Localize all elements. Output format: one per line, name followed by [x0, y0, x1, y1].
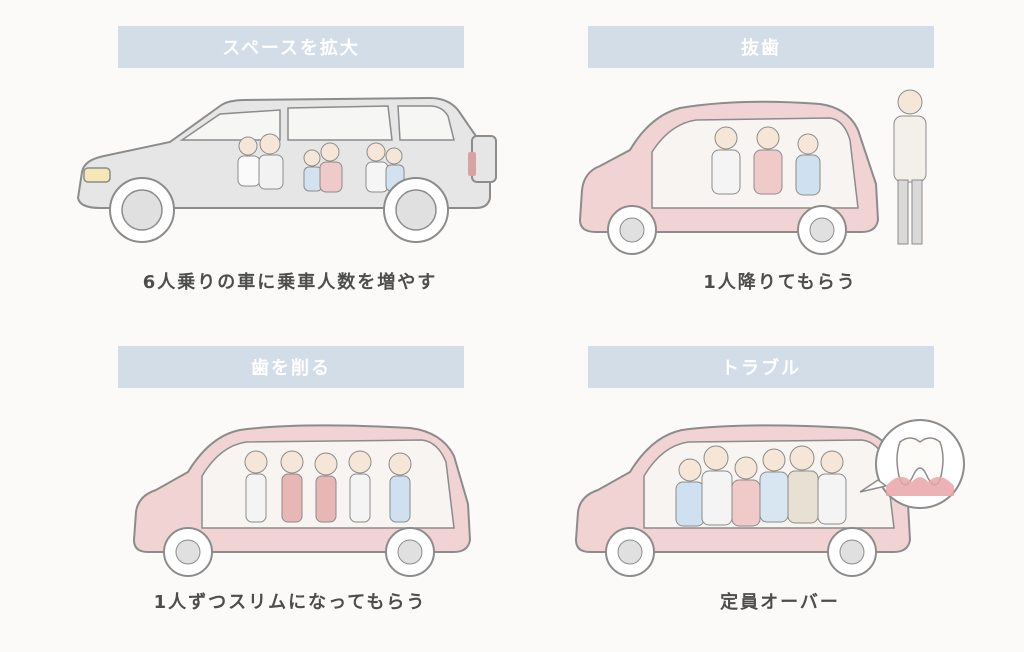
panel-expand-space: スペースを拡大 6人乗りの車に乗車人数を増やす	[70, 24, 510, 324]
panel-caption: 6人乗りの車に乗車人数を増やす	[142, 272, 438, 293]
passengers	[244, 450, 412, 523]
panel-trouble: トラブル 定員オーバー	[560, 344, 1000, 644]
panel-grind-teeth: 歯を削る 1人ずつスリムになってもらう	[70, 344, 510, 644]
panel-extraction: 抜歯 1人降りてもらう	[560, 24, 1000, 324]
compact-car-illustration	[578, 89, 927, 255]
compact-car-illustration	[574, 419, 965, 577]
panel-header: 抜歯	[588, 26, 934, 68]
suv-illustration	[76, 96, 497, 243]
panel-caption: 1人降りてもらう	[703, 272, 857, 293]
panel-header: スペースを拡大	[118, 26, 464, 68]
standing-person	[893, 89, 927, 245]
tooth-bubble	[859, 419, 965, 509]
panel-caption: 1人ずつスリムになってもらう	[153, 592, 427, 613]
passengers	[711, 126, 821, 196]
panel-header: トラブル	[588, 346, 934, 388]
passengers	[237, 133, 405, 193]
panel-header: 歯を削る	[118, 346, 464, 388]
crowded-passengers	[675, 445, 847, 527]
compact-car-illustration	[132, 424, 472, 577]
panel-caption: 定員オーバー	[720, 592, 840, 613]
